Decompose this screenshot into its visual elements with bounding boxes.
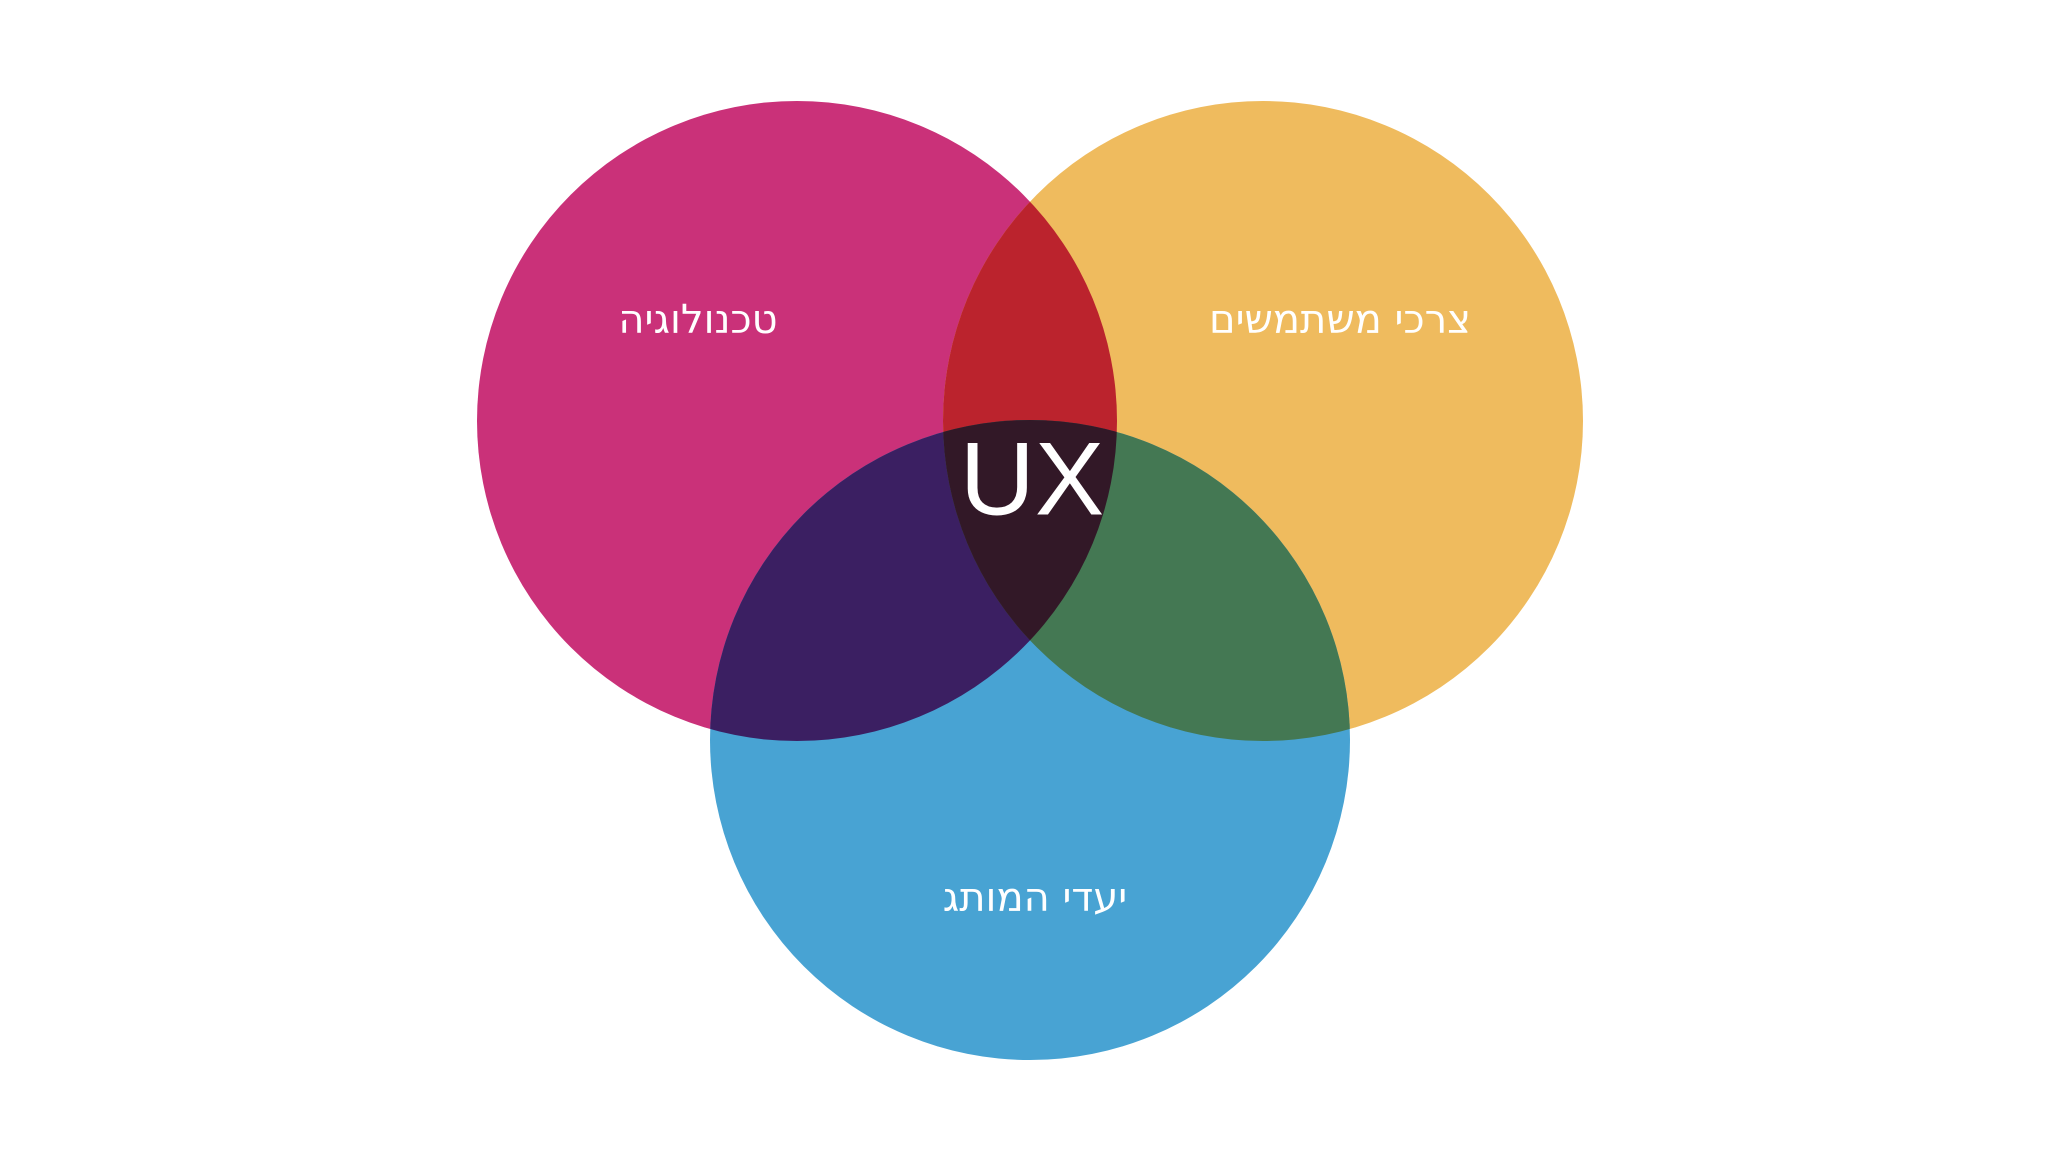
- label-brand-goals: יעדי המותג: [943, 875, 1127, 921]
- label-center-ux: UX: [960, 421, 1104, 537]
- label-technology: טכנולוגיה: [618, 297, 777, 343]
- label-user-needs: צרכי משתמשים: [1209, 297, 1471, 343]
